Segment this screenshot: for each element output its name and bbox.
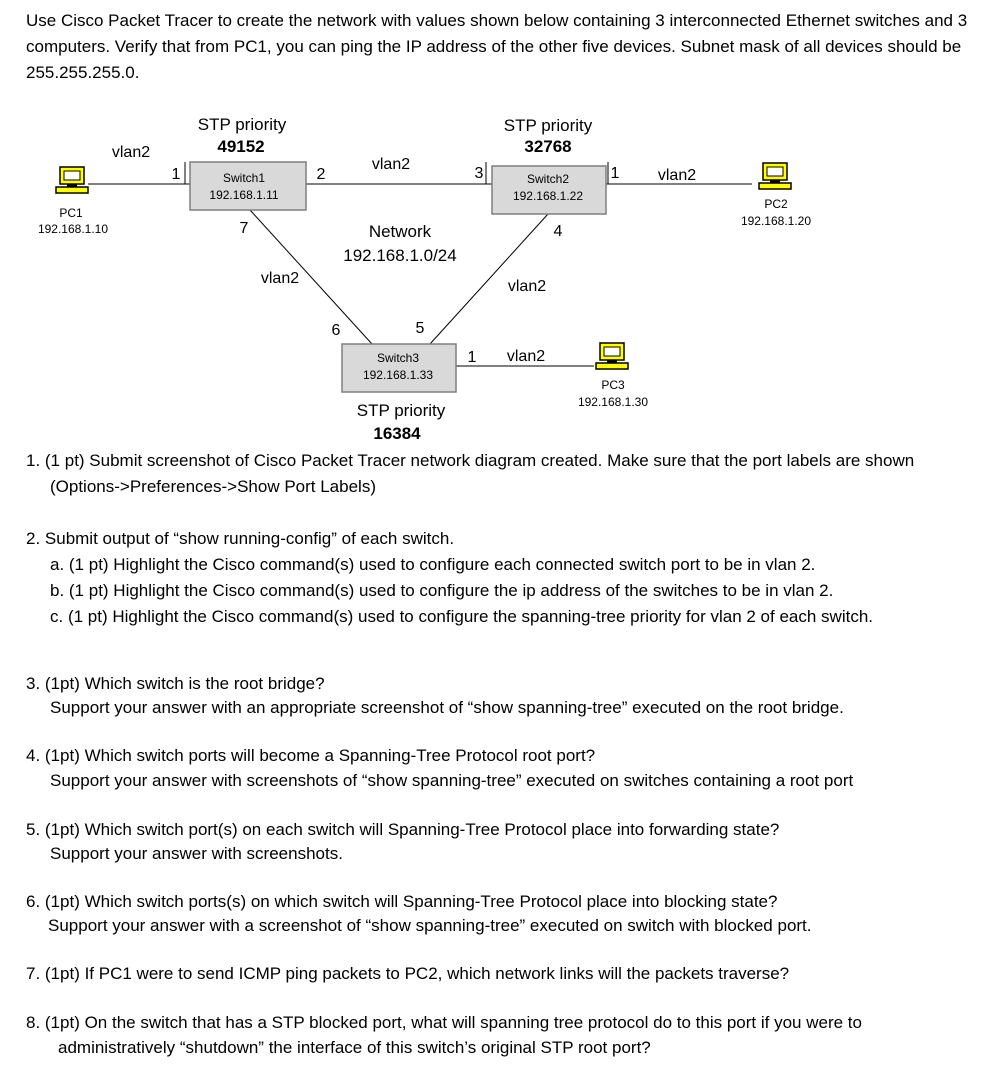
question-3-line-2: Support your answer with an appropriate … [50,698,844,717]
question-1-line-1: 1. (1 pt) Submit screenshot of Cisco Pac… [26,451,915,470]
intro-text: Use Cisco Packet Tracer to create the ne… [26,11,968,82]
question-4-line-1: 4. (1pt) Which switch ports will become … [26,746,596,765]
port-label-s1-s3: 7 [240,220,249,237]
switch2-stp-label: STP priority [504,116,593,135]
port-label-s3-s2: 5 [416,320,425,337]
pc1-computer-icon[interactable] [55,166,89,194]
switch1-stp-value: 49152 [217,137,264,156]
switch3-name: Switch3 [377,351,419,365]
vlan-label-s1-s2: vlan2 [372,156,410,173]
vlan-label-s2-s3: vlan2 [508,278,546,295]
network-diagram: Switch1 192.168.1.11 STP priority 49152 … [38,115,811,443]
switch2[interactable]: Switch2 192.168.1.22 [491,165,607,215]
question-8-line-2: administratively “shutdown” the interfac… [58,1038,651,1057]
switch1-ip: 192.168.1.11 [209,188,279,202]
pc1-ip: 192.168.1.10 [38,222,108,236]
question-3-line-1: 3. (1pt) Which switch is the root bridge… [26,674,325,693]
pc2-ip: 192.168.1.20 [741,214,811,228]
port-label-s2-s1: 3 [475,165,484,182]
pc3-computer-icon[interactable] [595,342,629,370]
switch3-ip: 192.168.1.33 [363,368,433,382]
switch2-stp-value: 32768 [524,137,571,156]
question-6-line-1: 6. (1pt) Which switch ports(s) on which … [26,892,778,911]
switch3-stp-label: STP priority [357,401,446,420]
switch1[interactable]: Switch1 192.168.1.11 [189,161,307,211]
question-6-line-2: Support your answer with a screenshot of… [48,916,812,935]
switch1-stp-label: STP priority [198,115,287,134]
switch2-ip: 192.168.1.22 [513,189,583,203]
port-label-s3-s1: 6 [332,322,341,339]
question-1-line-2: (Options->Preferences->Show Port Labels) [50,477,376,496]
link-switch2-switch3 [429,213,549,345]
port-label-s2-pc2: 1 [611,165,620,182]
switch3[interactable]: Switch3 192.168.1.33 [341,343,457,393]
vlan-label-pc1: vlan2 [112,144,150,161]
switch2-name: Switch2 [527,172,569,186]
question-2c: c. (1 pt) Highlight the Cisco command(s)… [50,607,873,626]
pc2-computer-icon[interactable] [758,162,792,190]
network-label: Network [369,222,432,241]
question-2a: a. (1 pt) Highlight the Cisco command(s)… [50,555,816,574]
question-4-line-2: Support your answer with screenshots of … [50,771,854,790]
vlan-label-pc2: vlan2 [658,167,696,184]
vlan-label-s1-s3: vlan2 [261,270,299,287]
port-label-s3-pc3: 1 [468,349,477,366]
pc2-name: PC2 [764,197,788,211]
question-8-line-1: 8. (1pt) On the switch that has a STP bl… [26,1013,862,1032]
pc3-ip: 192.168.1.30 [578,395,648,409]
switch3-stp-value: 16384 [373,424,421,443]
port-label-s2-s3: 4 [554,223,563,240]
port-label-s1-pc1: 1 [172,166,181,183]
question-2b: b. (1 pt) Highlight the Cisco command(s)… [50,581,834,600]
link-switch1-switch3 [249,209,373,345]
network-address: 192.168.1.0/24 [343,246,456,265]
question-5-line-1: 5. (1pt) Which switch port(s) on each sw… [26,820,780,839]
switch1-name: Switch1 [223,171,265,185]
vlan-label-pc3: vlan2 [507,348,545,365]
question-7: 7. (1pt) If PC1 were to send ICMP ping p… [26,964,790,983]
pc3-name: PC3 [601,378,625,392]
pc1-name: PC1 [59,206,83,220]
question-2: 2. Submit output of “show running-config… [26,529,455,548]
question-5-line-2: Support your answer with screenshots. [50,844,343,863]
port-label-s1-s2: 2 [317,166,326,183]
